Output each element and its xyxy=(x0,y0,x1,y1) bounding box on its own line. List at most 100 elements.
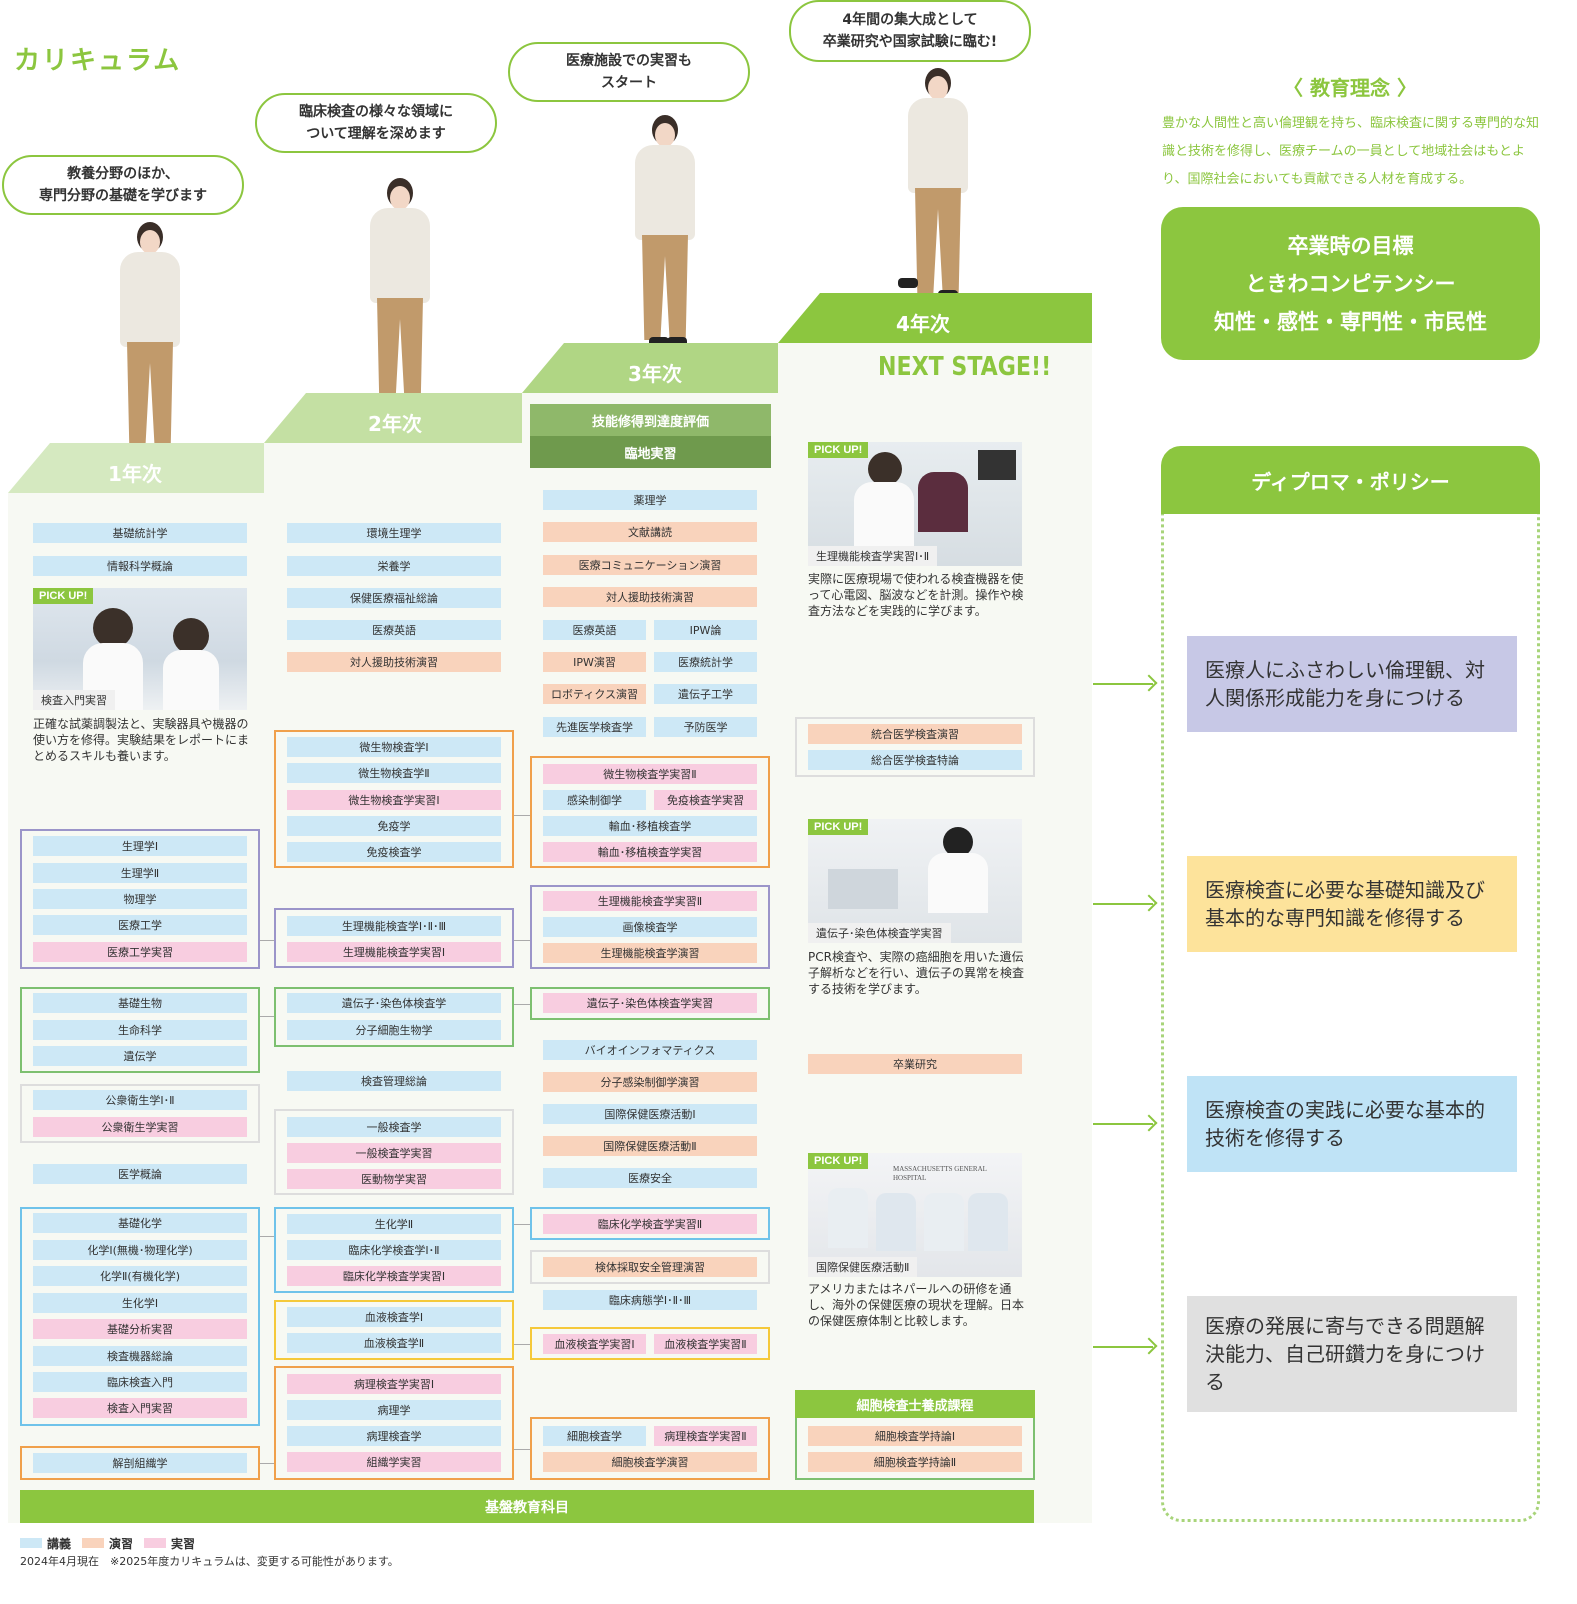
group-microbio-y3 xyxy=(530,756,770,868)
course-y2: 一般検査学実習 xyxy=(287,1143,501,1163)
course-y2: 微生物検査学実習Ⅰ xyxy=(287,790,501,810)
course-y3: 国際保健医療活動Ⅱ xyxy=(543,1136,757,1156)
arrow-icon xyxy=(1093,1346,1153,1348)
course-y2: 医動物学実習 xyxy=(287,1169,501,1189)
group-gene-y3 xyxy=(530,987,770,1020)
course-y3: 輸血･移植検査学 xyxy=(543,816,757,836)
speech-bubble-year4: 4年間の集大成として 卒業研究や国家試験に臨む! xyxy=(789,0,1031,62)
course-y1: 情報科学概論 xyxy=(33,556,247,576)
course-y2: 免疫検査学 xyxy=(287,842,501,862)
pickup-photo-gene: PICK UP! 遺伝子･染色体検査学実習 xyxy=(808,819,1022,943)
pickup-description: 正確な試薬調製法と、実験器具や機器の使い方を修得。実験結果をレポートにまとめるス… xyxy=(33,717,250,763)
course-y1: 医療工学 xyxy=(33,915,247,935)
group-pathology-y2 xyxy=(274,1366,514,1480)
speech-bubble-year3: 医療施設での実習も スタート xyxy=(508,42,750,102)
arrow-icon xyxy=(1093,1123,1153,1125)
course-y2: 栄養学 xyxy=(287,556,501,576)
bubble-line: スタート xyxy=(601,75,657,91)
pickup-badge: PICK UP! xyxy=(808,1153,869,1169)
course-y2: 遺伝子･染色体検査学 xyxy=(287,993,501,1013)
bubble-line: 4年間の集大成として xyxy=(842,12,978,28)
group-anatomy-y1 xyxy=(20,1446,260,1480)
course-y3: 予防医学 xyxy=(654,717,757,737)
course-y4: 総合医学検査特論 xyxy=(808,750,1022,770)
course-y1: 化学Ⅱ(有機化学) xyxy=(33,1266,247,1286)
group-general-y2 xyxy=(274,1109,514,1195)
course-y3: 細胞検査学演習 xyxy=(543,1452,757,1472)
course-y3: 医療統計学 xyxy=(654,652,757,672)
bubble-line: 教養分野のほか、 xyxy=(67,166,179,182)
base-education-bar: 基盤教育科目 xyxy=(20,1490,1034,1523)
legend-exercise-label: 演習 xyxy=(109,1537,134,1551)
pickup-caption: 遺伝子･染色体検査学実習 xyxy=(808,923,951,943)
page-title: カリキュラム xyxy=(14,46,182,76)
group-blood-y2 xyxy=(274,1300,514,1360)
graduation-goal-box: 卒業時の目標 ときわコンピテンシー 知性・感性・専門性・市民性 xyxy=(1161,207,1540,360)
course-y2: 微生物検査学Ⅰ xyxy=(287,737,501,757)
year3-label: 3年次 xyxy=(628,362,682,386)
course-y3: 検体採取安全管理演習 xyxy=(543,1257,757,1277)
course-y2: 検査管理総論 xyxy=(287,1071,501,1091)
course-y2: 分子細胞生物学 xyxy=(287,1020,501,1040)
goal-line: ときわコンピテンシー xyxy=(1245,271,1456,296)
course-y3: 臨床化学検査学実習Ⅱ xyxy=(543,1214,757,1234)
pickup-caption: 国際保健医療活動Ⅱ xyxy=(808,1257,918,1277)
course-y3: 医療安全 xyxy=(543,1168,757,1188)
year4-label: 4年次 xyxy=(896,312,950,336)
pickup-description: 実際に医療現場で使われる検査機器を使って心電図、脳波などを計測。操作や検査方法な… xyxy=(808,572,1024,618)
course-y3: 遺伝子･染色体検査学実習 xyxy=(543,993,757,1013)
group-hygiene-y1 xyxy=(20,1084,260,1143)
group-physio-y2 xyxy=(274,908,514,968)
bubble-line: 医療施設での実習も xyxy=(566,53,692,69)
course-y1: 化学Ⅰ(無機･物理化学) xyxy=(33,1240,247,1260)
course-y3: 分子感染制御学演習 xyxy=(543,1072,757,1092)
course-y1: 遺伝学 xyxy=(33,1046,247,1066)
course-y3: バイオインフォマティクス xyxy=(543,1040,757,1060)
course-y2: 臨床化学検査学実習Ⅰ xyxy=(287,1266,501,1286)
course-y1: 公衆衛生学実習 xyxy=(33,1117,247,1137)
course-y2: 臨床化学検査学Ⅰ･Ⅱ xyxy=(287,1240,501,1260)
course-y2: 環境生理学 xyxy=(287,523,501,543)
group-biology-y1 xyxy=(20,987,260,1073)
course-y2: 組織学実習 xyxy=(287,1452,501,1472)
legend-lecture-label: 講義 xyxy=(47,1537,72,1551)
group-biochem-y2 xyxy=(274,1207,514,1293)
course-y3: 先進医学検査学 xyxy=(543,717,646,737)
legend-exercise-swatch xyxy=(82,1538,104,1548)
course-y2: 対人援助技術演習 xyxy=(287,652,501,672)
year1-label: 1年次 xyxy=(108,462,162,486)
philosophy-text: 豊かな人間性と高い倫理観を持ち、臨床検査に関する専門的な知識と技術を修得し、医療… xyxy=(1162,116,1540,187)
pickup-photo-international: MASSACHUSETTS GENERAL HOSPITAL PICK UP! … xyxy=(808,1153,1022,1277)
diploma-item-ethics: 医療人にふさわしい倫理観、対人関係形成能力を身につける xyxy=(1187,636,1517,732)
course-y3: 薬理学 xyxy=(543,490,757,510)
course-y1: 生命科学 xyxy=(33,1020,247,1040)
legend-practice-label: 実習 xyxy=(171,1537,196,1551)
course-y2: 生理機能検査学Ⅰ･Ⅱ･Ⅲ xyxy=(287,916,501,936)
course-y3: IPW演習 xyxy=(543,652,646,672)
course-y3: 国際保健医療活動Ⅰ xyxy=(543,1104,757,1124)
course-y1: 生理学Ⅱ xyxy=(33,863,247,883)
course-y3: 免疫検査学実習 xyxy=(654,790,757,810)
bubble-line: ついて理解を深めます xyxy=(306,126,446,142)
pickup-caption: 生理機能検査学実習Ⅰ･Ⅱ xyxy=(808,546,938,566)
arrow-icon xyxy=(1093,903,1153,905)
course-y1: 基礎統計学 xyxy=(33,523,247,543)
course-y3: ロボティクス演習 xyxy=(543,684,646,704)
goal-line: 知性・感性・専門性・市民性 xyxy=(1214,309,1487,334)
philosophy-heading: 〈 教育理念 〉 xyxy=(1283,76,1417,100)
course-y3: 輸血･移植検査学実習 xyxy=(543,842,757,862)
speech-bubble-year2: 臨床検査の様々な領域に ついて理解を深めます xyxy=(255,93,497,153)
student-figure-year3 xyxy=(625,115,705,350)
course-y2: 病理検査学実習Ⅰ xyxy=(287,1374,501,1394)
course-y3: 医療英語 xyxy=(543,620,646,640)
course-y1: 解剖組織学 xyxy=(33,1453,247,1473)
course-y3: 生理機能検査学実習Ⅱ xyxy=(543,891,757,911)
pickup-badge: PICK UP! xyxy=(808,442,869,458)
pickup-badge: PICK UP! xyxy=(33,588,94,604)
course-y3: 対人援助技術演習 xyxy=(543,587,757,607)
course-y1: 臨床検査入門 xyxy=(33,1372,247,1392)
goal-line: 卒業時の目標 xyxy=(1287,233,1414,258)
speech-bubble-year1: 教養分野のほか、 専門分野の基礎を学びます xyxy=(2,155,244,215)
course-y3: 臨床病態学Ⅰ･Ⅱ･Ⅲ xyxy=(543,1290,757,1310)
diploma-item-problem-solving: 医療の発展に寄与できる問題解決能力、自己研鑽力を身につける xyxy=(1187,1296,1517,1412)
